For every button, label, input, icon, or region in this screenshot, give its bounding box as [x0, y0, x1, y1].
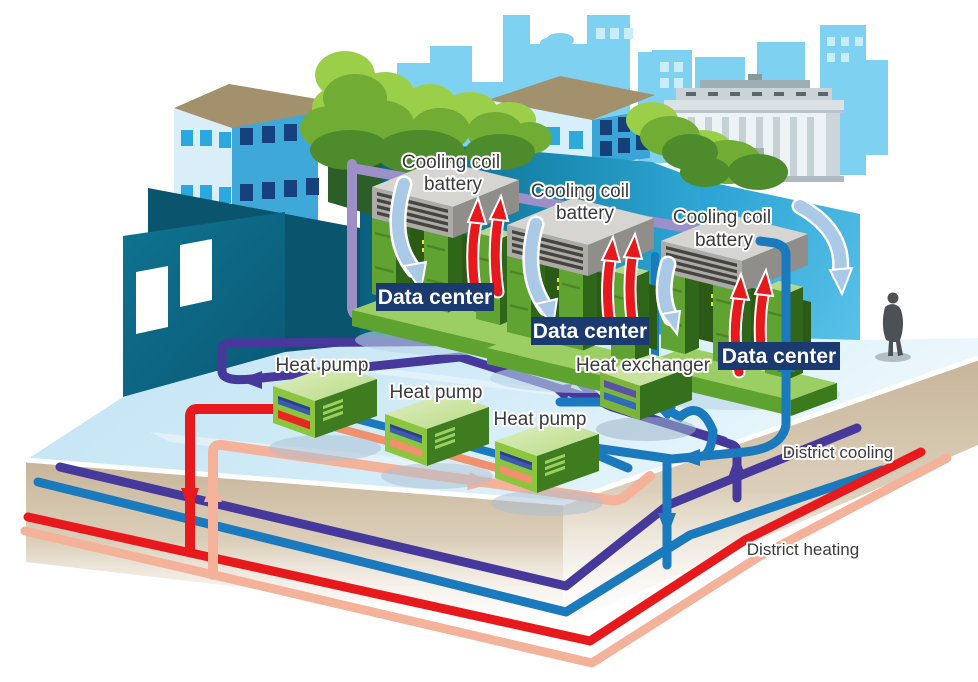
label-data-center-2: Data center: [533, 320, 647, 343]
cold-supply-loop-pipe: [217, 336, 742, 503]
label-heat-exchanger: Heat exchanger: [576, 355, 711, 376]
label-heat-pump-1: Heat pump: [276, 355, 369, 376]
district-heating-pipe-red: [23, 447, 926, 646]
label-cooling-coil-1-line1: Cooling coil: [402, 152, 500, 173]
heating-supply-arrow: [181, 488, 199, 513]
district-heating-pipe-salmon: [20, 453, 952, 668]
data-center-badges: Data center Data center Data center: [376, 283, 840, 370]
wall-window: [180, 239, 212, 307]
label-cooling-coil-3-line2: battery: [695, 230, 754, 251]
label-data-center-3: Data center: [722, 345, 836, 368]
heating-supply-pipe: [185, 404, 295, 557]
label-data-center-1: Data center: [378, 286, 492, 309]
label-cooling-coil-2-line1: Cooling coil: [531, 181, 629, 202]
district-cooling-pipe-blue: [33, 465, 887, 617]
heat-pump-1: [269, 364, 381, 461]
label-cooling-coil-2-line2: battery: [556, 203, 615, 224]
district-cooling-pipe-purple: [55, 423, 862, 591]
cloud-icon: [540, 33, 574, 48]
wall-window: [136, 266, 168, 334]
label-cooling-coil-1-line2: battery: [424, 174, 483, 195]
facility-wall-left: [123, 212, 285, 397]
label-heat-pump-3: Heat pump: [494, 409, 587, 430]
bushes: [300, 51, 788, 190]
heat-pump-2: [381, 392, 493, 489]
heat-pump-3: [491, 419, 603, 516]
pedestrian-figure: [875, 292, 911, 362]
label-heat-pump-2: Heat pump: [390, 382, 483, 403]
label-cooling-coil-3-line1: Cooling coil: [673, 207, 771, 228]
label-district-heating: District heating: [747, 540, 859, 559]
label-district-cooling: District cooling: [783, 443, 894, 462]
